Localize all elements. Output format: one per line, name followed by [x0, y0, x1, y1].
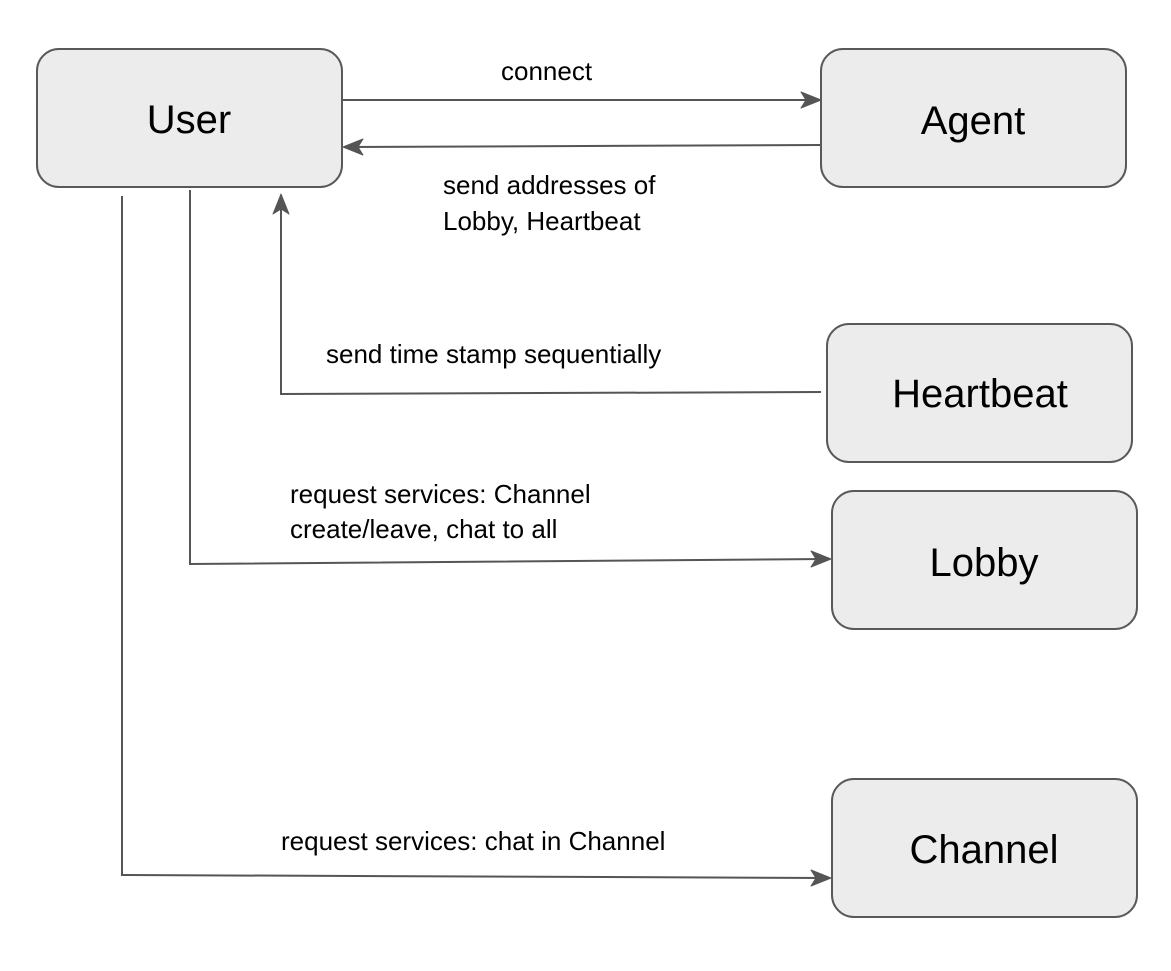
node-user-box — [36, 48, 343, 188]
edge-lobby-request-line — [189, 190, 828, 566]
edge-send-addresses-label-line1: send addresses of — [443, 170, 656, 200]
node-lobby: Lobby — [831, 490, 1138, 630]
edge-lobby-request-arrowhead — [810, 550, 832, 568]
edge-time-stamp-line — [280, 198, 822, 396]
edge-time-stamp: send time stamp sequentially — [272, 193, 822, 396]
node-user: User — [36, 48, 343, 188]
edge-lobby-request-label-line1: request services: Channel — [290, 479, 591, 509]
node-channel: Channel — [831, 778, 1138, 918]
edge-channel-request: request services: chat in Channel — [121, 196, 832, 887]
edge-time-stamp-arrowhead — [272, 193, 290, 215]
edge-send-addresses-arrowhead — [342, 138, 364, 156]
node-heartbeat: Heartbeat — [826, 323, 1133, 463]
edge-send-addresses: send addresses of Lobby, Heartbeat — [342, 138, 822, 236]
edge-connect-label: connect — [501, 56, 593, 86]
edge-channel-request-arrowhead — [810, 869, 832, 887]
edge-send-addresses-label-line2: Lobby, Heartbeat — [443, 206, 641, 236]
edge-channel-request-line — [121, 196, 828, 879]
node-heartbeat-box — [826, 323, 1133, 463]
node-user-label: User — [147, 98, 231, 142]
node-agent-box — [820, 48, 1127, 188]
edge-send-addresses-label: send addresses of Lobby, Heartbeat — [443, 170, 663, 236]
node-lobby-label: Lobby — [930, 541, 1039, 585]
edge-channel-request-label: request services: chat in Channel — [281, 826, 665, 856]
node-channel-box — [831, 778, 1138, 918]
edge-lobby-request: request services: Channel create/leave, … — [189, 190, 832, 568]
node-agent-label: Agent — [921, 99, 1026, 143]
edge-connect-arrowhead — [800, 91, 822, 109]
node-channel-label: Channel — [909, 828, 1058, 872]
edge-lobby-request-label: request services: Channel create/leave, … — [290, 479, 598, 544]
edge-connect: connect — [343, 56, 822, 109]
edge-send-addresses-line — [345, 144, 822, 148]
node-heartbeat-label: Heartbeat — [892, 372, 1068, 416]
node-agent: Agent — [820, 48, 1127, 188]
edge-time-stamp-label: send time stamp sequentially — [326, 339, 661, 369]
edge-lobby-request-label-line2: create/leave, chat to all — [290, 514, 557, 544]
node-lobby-box — [831, 490, 1138, 630]
